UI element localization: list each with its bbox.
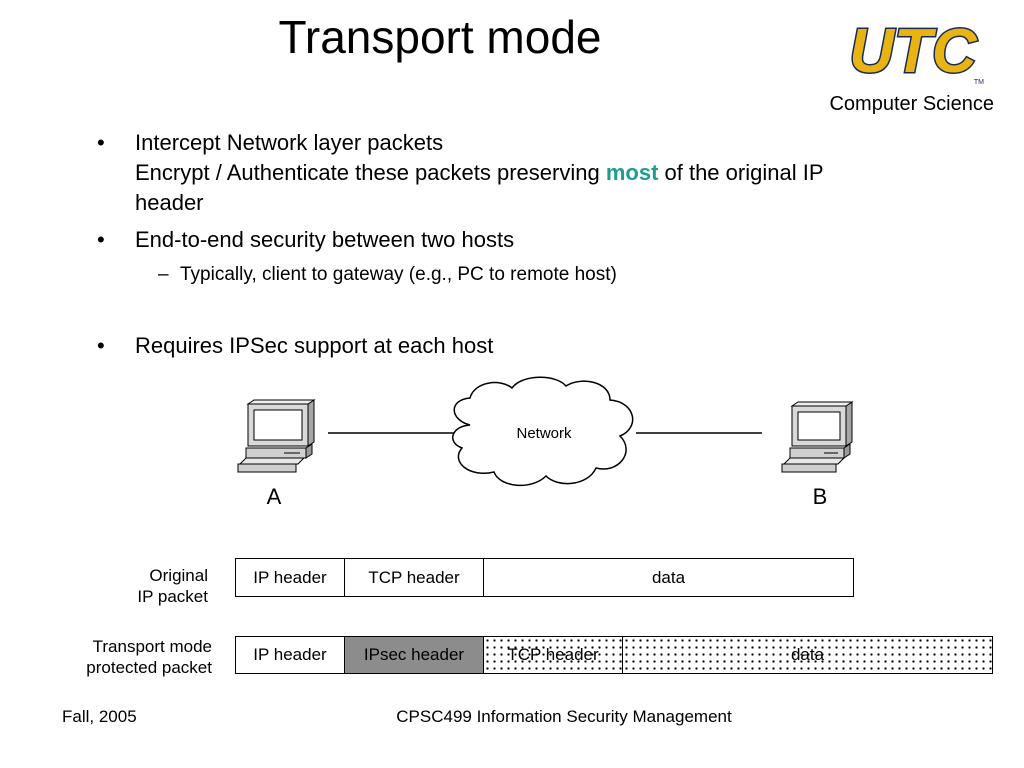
- slide-title: Transport mode: [278, 11, 602, 63]
- utc-logo-graphic: UTC TM: [848, 16, 984, 88]
- bullet-dot: •: [97, 130, 105, 155]
- footer-course: CPSC499 Information Security Management: [396, 707, 732, 726]
- sub-bullet-text: Typically, client to gateway (e.g., PC t…: [180, 264, 617, 285]
- computer-b-icon: [781, 401, 854, 473]
- field-label: data: [790, 645, 825, 664]
- bullet-3: • Requires IPSec support at each host: [97, 331, 955, 361]
- bullet-dot: •: [97, 227, 105, 252]
- bullet-1-line2: Encrypt / Authenticate these packets pre…: [135, 158, 955, 188]
- highlight-most: most: [605, 160, 659, 185]
- computer-a-icon: [237, 399, 316, 473]
- field-label: IP header: [253, 645, 327, 664]
- logo-caption: Computer Science: [829, 93, 994, 115]
- utc-logo: UTC TM: [834, 14, 992, 95]
- bullet-2-text: End-to-end security between two hosts: [135, 227, 515, 252]
- bullet-2: • End-to-end security between two hosts: [97, 225, 955, 255]
- trademark-mark: TM: [974, 79, 984, 86]
- field-label: TCP header: [368, 567, 460, 587]
- bullet-1-line1: Intercept Network layer packets: [135, 130, 444, 155]
- ipsec-header-field: IPsec header: [344, 636, 484, 674]
- transport-label-line2: protected packet: [86, 658, 212, 677]
- field-label: IPsec header: [363, 645, 465, 664]
- bullet-1: • Intercept Network layer packets Encryp…: [97, 128, 955, 218]
- sub-bullet: – Typically, client to gateway (e.g., PC…: [158, 262, 960, 288]
- footer-date: Fall, 2005: [62, 707, 137, 726]
- original-tcp-header-field: TCP header: [344, 558, 484, 597]
- bullet-3-text: Requires IPSec support at each host: [135, 333, 494, 358]
- sub-bullet-dash: –: [158, 264, 169, 285]
- transport-label-line1: Transport mode: [92, 637, 212, 656]
- network-diagram: Network A B: [237, 376, 854, 509]
- bullet-dot: •: [97, 333, 105, 358]
- host-b-label: B: [813, 484, 828, 509]
- bullet-1-line3: header: [135, 190, 204, 215]
- cloud-label: Network: [516, 425, 572, 442]
- transport-packet-label: Transport mode protected packet: [40, 636, 212, 678]
- field-label: IP header: [253, 567, 327, 587]
- bullet-1-text: Encrypt / Authenticate these packets pre…: [135, 160, 606, 185]
- utc-logo-text: UTC: [849, 17, 978, 86]
- original-ip-header-field: IP header: [235, 558, 345, 597]
- host-a-label: A: [267, 484, 282, 509]
- network-cloud-icon: [452, 376, 634, 487]
- field-label: data: [651, 567, 686, 587]
- original-data-field: data: [483, 558, 854, 597]
- transport-ip-header-field: IP header: [235, 636, 345, 674]
- original-packet-label: Original IP packet: [60, 565, 208, 607]
- original-label-line1: Original: [149, 566, 208, 585]
- encrypted-data-field: data: [622, 636, 993, 674]
- original-label-line2: IP packet: [137, 587, 208, 606]
- encrypted-tcp-header-field: TCP header: [483, 636, 623, 674]
- field-label: TCP header: [507, 645, 599, 664]
- bullet-1-text-post: of the original IP: [658, 160, 824, 185]
